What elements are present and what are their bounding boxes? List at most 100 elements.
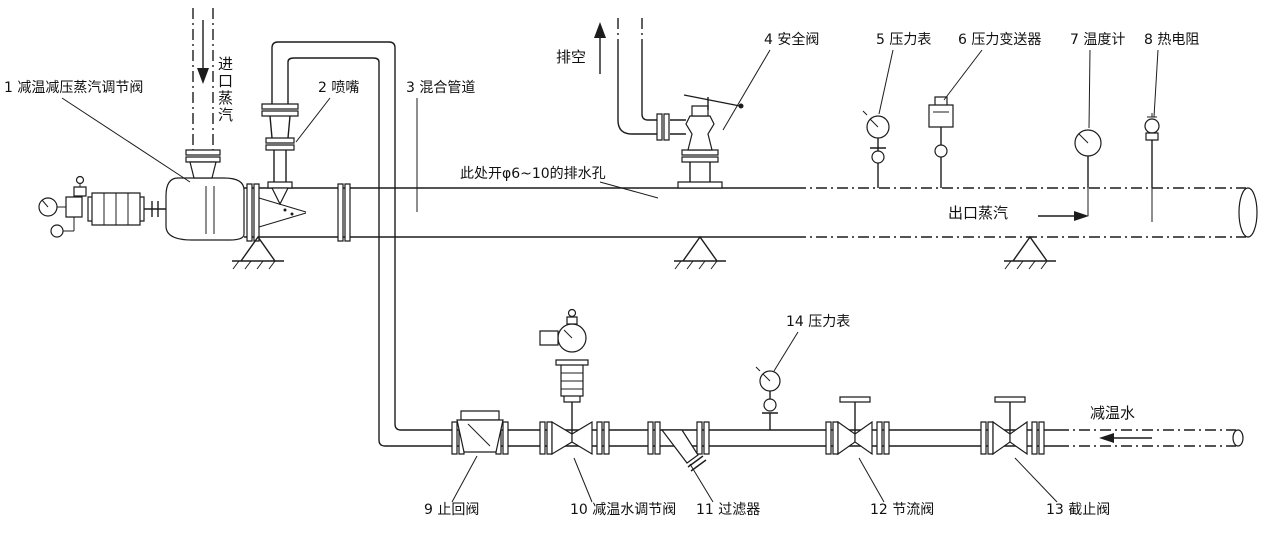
callout-line-12 xyxy=(858,457,885,503)
callout-line-6 xyxy=(943,49,983,101)
transmitter-cock xyxy=(934,144,948,158)
steam-inlet: 进口蒸汽 xyxy=(185,8,234,163)
cv10-body-right xyxy=(571,420,593,456)
strainer-flanges xyxy=(647,421,710,455)
sv13-body-left xyxy=(992,420,1011,456)
callout-labels: 1 减温减压蒸汽调节阀 2 喷嘴 3 混合管道 4 安全阀 5 压力表 6 压力… xyxy=(4,31,1199,518)
positioner-lower-gauge-icon xyxy=(50,224,64,238)
nozzle-flanges xyxy=(261,103,299,189)
pipe-dashed-walls xyxy=(795,187,1246,238)
water-control-valve-10 xyxy=(539,308,610,456)
safety-valve-cap xyxy=(691,105,709,117)
positioner-tubing xyxy=(57,183,81,232)
callout-line-14 xyxy=(773,331,799,372)
steam-control-valve-assembly xyxy=(38,161,245,241)
positioner-bracket xyxy=(65,186,87,218)
cv10-top-knob-icon xyxy=(567,308,577,318)
valve-bonnet xyxy=(189,161,217,179)
spray-dot xyxy=(290,212,294,216)
callout-line-13 xyxy=(1014,457,1058,503)
vent-flow: 排空 xyxy=(556,22,606,74)
sv13-handwheel xyxy=(994,396,1026,403)
venturi-cone-lines xyxy=(258,197,307,228)
check-valve-cover xyxy=(460,410,500,421)
right-arrow-icon xyxy=(1074,211,1089,221)
inlet-steam-label: 进口蒸汽 xyxy=(216,56,234,124)
pressure-transmitter-6 xyxy=(928,96,954,188)
spray-nozzle xyxy=(261,103,299,216)
callout-leaders xyxy=(61,49,1159,503)
pressure-gauge-5 xyxy=(862,110,890,188)
label-item9: 9 止回阀 xyxy=(424,502,479,518)
overhead-water-pipe xyxy=(271,41,402,447)
vent-label: 排空 xyxy=(556,48,586,66)
left-arrow-icon xyxy=(1099,433,1114,443)
vent-elbow xyxy=(617,50,657,135)
cv10-yoke-hatch xyxy=(561,372,583,390)
callout-line-5 xyxy=(878,49,894,115)
positioner-gauge-needle xyxy=(41,199,49,208)
rtd-cap-ticks xyxy=(1147,113,1157,118)
gauge5-needle xyxy=(862,110,879,128)
nozzle-tip xyxy=(271,187,289,206)
check-valve-flap xyxy=(467,423,491,447)
pipe-open-end xyxy=(1238,187,1258,238)
callout-line-10 xyxy=(573,457,593,503)
callout-line-9 xyxy=(451,455,478,503)
label-item1: 1 减温减压蒸汽调节阀 xyxy=(4,80,143,96)
safety-valve-body xyxy=(685,115,715,151)
callout-line-11 xyxy=(689,463,714,503)
gauge5-stem xyxy=(870,138,886,188)
actuator-hatch xyxy=(103,193,129,225)
label-item4: 4 安全阀 xyxy=(764,31,819,48)
check-valve-9 xyxy=(451,410,509,455)
label-item3: 3 混合管道 xyxy=(406,80,475,96)
pipe-solid-walls xyxy=(244,187,795,238)
cooling-water-flow: 减温水 xyxy=(1090,404,1152,443)
up-arrow-icon xyxy=(594,22,606,38)
label-item12: 12 节流阀 xyxy=(870,502,934,518)
vent-outlet-flanges xyxy=(656,113,670,141)
nozzle-neck-lines xyxy=(269,115,291,182)
label-item8: 8 热电阻 xyxy=(1144,32,1199,48)
rtd-head-icon xyxy=(1144,118,1160,134)
cv10-positioner-box xyxy=(539,316,578,346)
cv10-actuator-needle xyxy=(563,329,573,339)
throttle-valve-12 xyxy=(825,396,890,456)
callout-line-drain xyxy=(599,181,659,199)
gauge14-stem xyxy=(762,391,778,430)
valve-seat-lines xyxy=(205,186,215,234)
label-item6: 6 压力变送器 xyxy=(958,32,1041,48)
label-item10: 10 减温水调节阀 xyxy=(570,502,676,518)
strainer-leg xyxy=(660,429,699,464)
rtd-8 xyxy=(1144,113,1160,222)
vent-pipe-continuation xyxy=(617,16,643,50)
label-drain-note: 此处开φ6~10的排水孔 xyxy=(460,166,606,182)
main-steam-pipe xyxy=(244,183,1258,242)
sv13-body-right xyxy=(1009,420,1028,456)
pipe-supports xyxy=(232,235,1056,270)
support-triangles xyxy=(232,235,1056,262)
tv12-body-left xyxy=(837,420,856,456)
thermometer-needle xyxy=(1078,133,1089,144)
label-item13: 13 截止阀 xyxy=(1046,502,1110,518)
actuator-stem xyxy=(144,201,166,217)
outlet-steam-flow: 出口蒸汽 xyxy=(948,204,1089,222)
lever-end xyxy=(738,103,744,109)
tv12-handwheel xyxy=(839,396,871,403)
spray-dot xyxy=(283,208,287,212)
cv10-body-left xyxy=(551,420,573,456)
thermometer-7 xyxy=(1074,129,1102,216)
callout-line-4 xyxy=(722,49,771,131)
label-item5: 5 压力表 xyxy=(876,32,931,48)
safety-valve-lever xyxy=(683,94,741,110)
gauge14-needle xyxy=(755,366,771,382)
positioner-knob-icon xyxy=(75,175,85,185)
water-pipe-open-end xyxy=(1232,429,1244,447)
tv12-body-right xyxy=(854,420,873,456)
inlet-flange xyxy=(185,149,221,163)
down-arrow-icon xyxy=(197,68,209,84)
cooling-water-label: 减温水 xyxy=(1090,404,1135,422)
callout-line-8 xyxy=(1153,49,1159,118)
support-hatching xyxy=(232,260,1048,270)
